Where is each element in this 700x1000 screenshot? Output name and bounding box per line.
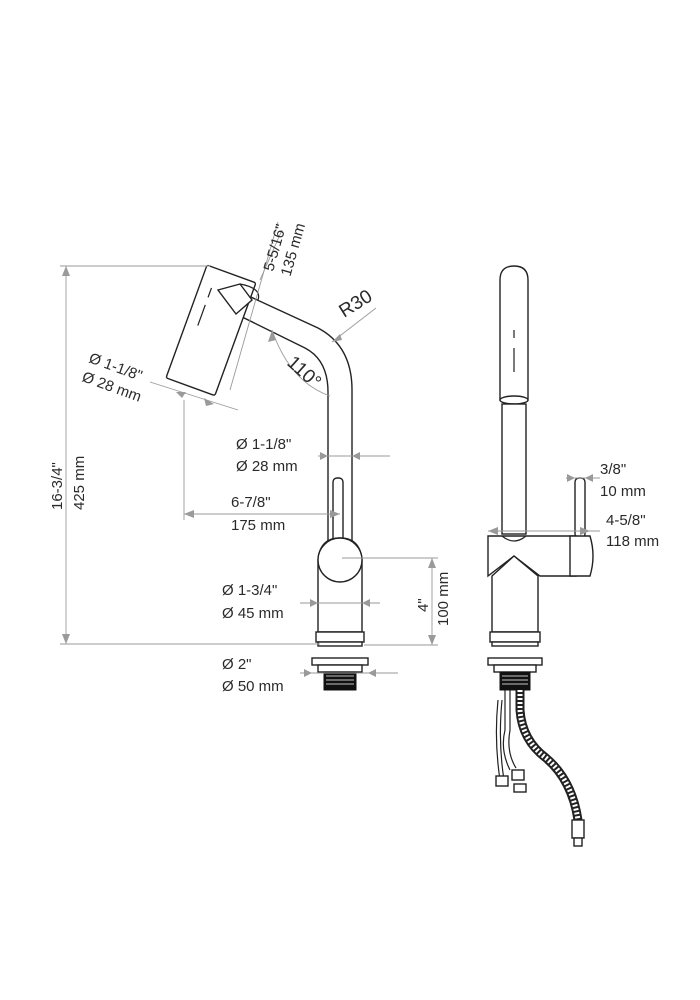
front-handle-hub xyxy=(569,535,594,577)
spout-diameter-metric: Ø 28 mm xyxy=(236,458,298,475)
body-cap xyxy=(317,537,363,583)
handle-reach-imperial: 4-5/8" xyxy=(606,512,646,529)
handle-reach-metric: 118 mm xyxy=(606,533,659,550)
mount-shank xyxy=(323,671,357,691)
front-mount-washer xyxy=(487,657,543,666)
reach-metric: 175 mm xyxy=(231,517,285,534)
handle-diameter-imperial: 3/8" xyxy=(600,461,626,478)
braided-hose xyxy=(515,690,583,821)
front-view: 3/8" 10 mm 4-5/8" 118 mm xyxy=(487,265,659,847)
body-diameter-imperial: Ø 1-3/4" xyxy=(222,582,277,599)
bend-radius-label: R30 xyxy=(336,286,377,322)
base-diameter-metric: Ø 50 mm xyxy=(222,678,284,695)
base-ring xyxy=(315,631,365,643)
overall-height-metric: 425 mm xyxy=(71,456,88,510)
mount-washer xyxy=(311,657,369,666)
hose-fitting xyxy=(571,819,585,839)
spray-head-neck xyxy=(216,283,253,316)
supply-lines xyxy=(495,690,527,793)
handle-diameter-metric: 10 mm xyxy=(600,483,646,500)
spout-diameter-imperial: Ø 1-1/8" xyxy=(236,436,291,453)
base-diameter-imperial: Ø 2" xyxy=(222,656,252,673)
front-base-ring xyxy=(489,631,541,643)
front-body-lower xyxy=(491,555,539,633)
overall-height-imperial: 16-3/4" xyxy=(49,462,66,510)
front-spout xyxy=(501,403,527,535)
body-height-imperial: 4" xyxy=(415,598,432,612)
side-view: 5-5/16" 135 mm R30 110° Ø 1-1/8" Ø 28 mm… xyxy=(49,221,452,695)
body-diameter-metric: Ø 45 mm xyxy=(222,605,284,622)
body-height-metric: 100 mm xyxy=(435,572,452,626)
reach-imperial: 6-7/8" xyxy=(231,494,271,511)
front-mount-shank xyxy=(499,671,531,691)
